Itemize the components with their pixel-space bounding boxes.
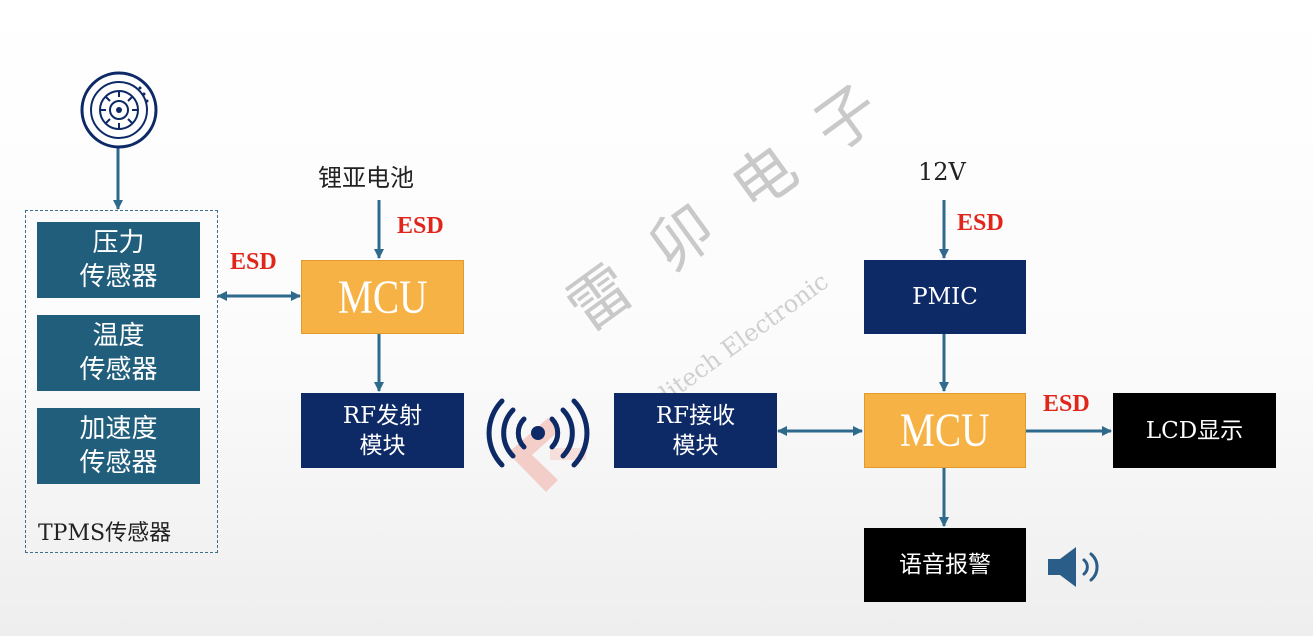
rx-mcu-label: MCU xyxy=(900,404,990,457)
pressure-sensor-box: 压力 传感器 xyxy=(37,222,200,298)
tire-icon xyxy=(80,71,158,149)
rf-tx-module-box: RF发射 模块 xyxy=(301,393,464,468)
esd-label-sensors: ESD xyxy=(230,249,277,275)
wireless-signal-icon xyxy=(486,398,590,468)
esd-label-lcd: ESD xyxy=(1043,391,1090,417)
voice-alarm-box: 语音报警 xyxy=(864,528,1026,602)
rx-mcu-box: MCU xyxy=(864,393,1026,468)
tx-mcu-label: MCU xyxy=(337,270,428,324)
rf-rx-module-box: RF接收 模块 xyxy=(614,393,777,468)
battery-label: 锂亚电池 xyxy=(318,164,414,192)
acceleration-sensor-box: 加速度 传感器 xyxy=(37,408,200,484)
tx-mcu-box: MCU xyxy=(301,260,464,334)
voltage-12v-label: 12V xyxy=(918,158,966,186)
tpms-sensor-group xyxy=(25,210,218,553)
temperature-sensor-box: 温度 传感器 xyxy=(37,315,200,391)
esd-label-battery: ESD xyxy=(397,213,444,239)
esd-label-12v: ESD xyxy=(957,210,1004,236)
pmic-box: PMIC xyxy=(864,260,1026,334)
lcd-display-box: LCD显示 xyxy=(1113,393,1276,468)
speaker-icon xyxy=(1048,547,1099,587)
tpms-group-label: TPMS传感器 xyxy=(38,521,172,546)
